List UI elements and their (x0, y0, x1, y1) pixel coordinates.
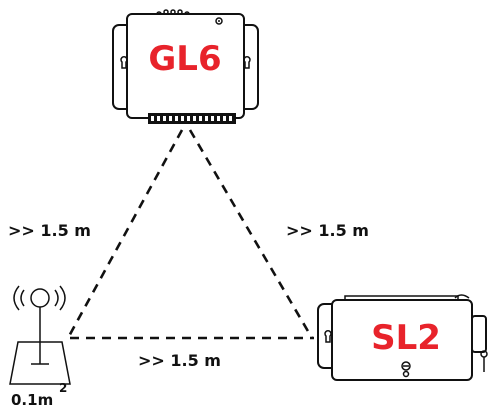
gateway-screw-icon (215, 17, 223, 25)
sensor-top-ridge (344, 295, 459, 300)
antenna-head-icon (30, 288, 50, 308)
terminal-block-icon (148, 113, 236, 124)
sensor-keyhole-icon (324, 330, 332, 343)
radio-waves-icon (13, 285, 66, 311)
distance-label-bottom: >> 1.5 m (138, 351, 221, 370)
separation-triangle (66, 129, 314, 340)
antenna: 0.1m 2 (9, 285, 71, 409)
terminal-screws (151, 116, 232, 121)
ground-plane-area-label: 0.1m (11, 391, 53, 409)
sensor-side-connector (471, 315, 487, 353)
gateway-device: GL6 (112, 9, 259, 124)
sensor-label: SL2 (371, 318, 441, 358)
dashed-line-gateway-to-sensor (188, 129, 314, 339)
gateway-label: GL6 (148, 39, 221, 79)
distance-label-left: >> 1.5 m (8, 221, 91, 240)
ground-plane-icon (9, 341, 71, 385)
distance-label-right: >> 1.5 m (286, 221, 369, 240)
ground-plane-area-superscript: 2 (59, 381, 67, 395)
sensor-device: SL2 (317, 294, 488, 381)
dashed-line-gateway-to-antenna (66, 129, 184, 339)
sensor-screw-icon (401, 361, 411, 371)
